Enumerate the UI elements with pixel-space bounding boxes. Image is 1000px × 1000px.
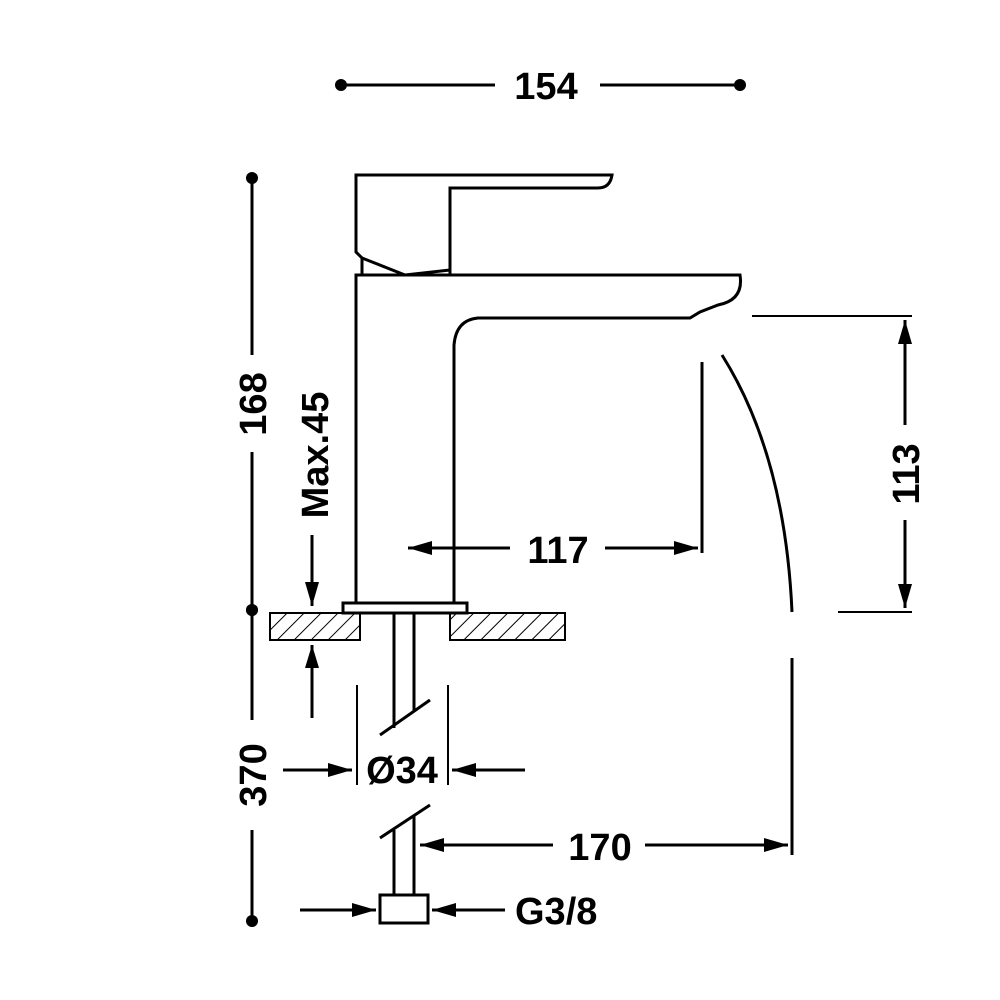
spout-reach-label: 117 <box>527 530 588 572</box>
faucet-body <box>341 173 743 615</box>
deck-thickness-dimension: Max.45 <box>295 392 337 718</box>
supply-hose <box>378 613 431 925</box>
connection-thread-dimension: G3/8 <box>300 891 597 933</box>
connection-thread-label: G3/8 <box>515 891 597 933</box>
hose-reach-label: 170 <box>568 827 631 869</box>
overall-height-dimension: 168 <box>233 172 275 616</box>
overall-width-label: 154 <box>514 66 577 108</box>
connection-nut <box>378 893 430 925</box>
hole-diameter-label: Ø34 <box>366 750 438 792</box>
overall-height-label: 168 <box>233 372 275 435</box>
water-stream <box>720 354 794 855</box>
countertop-section <box>269 612 566 641</box>
hole-diameter-dimension: Ø34 <box>283 685 525 792</box>
hose-length-dimension: 370 <box>233 604 275 927</box>
hose-length-label: 370 <box>233 743 275 806</box>
hose-reach-dimension: 170 <box>420 827 788 869</box>
spout-reach-dimension: 117 <box>408 362 704 572</box>
overall-width-dimension: 154 <box>335 66 746 108</box>
deck-thickness-label: Max.45 <box>295 392 337 519</box>
spout-height-label: 113 <box>886 443 928 504</box>
spout-height-dimension: 113 <box>752 315 928 613</box>
